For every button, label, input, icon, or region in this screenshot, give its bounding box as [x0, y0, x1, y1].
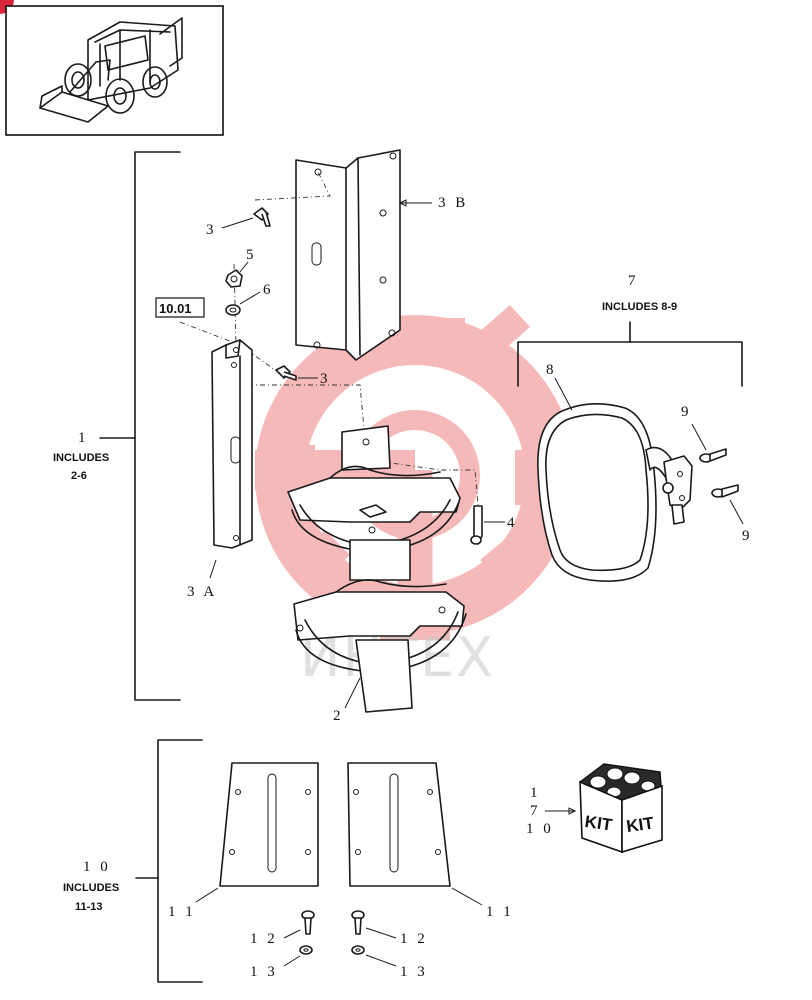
callout-1: 1	[78, 430, 89, 446]
callout-7-includes: INCLUDES 8-9	[602, 301, 677, 313]
callout-8: 8	[546, 362, 557, 378]
bracket-item-7	[517, 321, 743, 387]
callout-9-bottom: 9	[742, 528, 753, 544]
callout-3-mid: 3	[320, 371, 331, 387]
part-8-mirror	[537, 403, 693, 582]
bolt-icon	[699, 448, 727, 463]
callout-3-top: 3	[206, 222, 217, 238]
bolt-icon	[275, 365, 297, 381]
nut-icon	[225, 269, 243, 288]
bolt-icon	[351, 910, 365, 935]
kit-box-icon: KIT KIT	[578, 763, 663, 854]
bolt-icon	[711, 484, 739, 498]
callout-2: 2	[333, 708, 344, 724]
kit-label-1: 1	[530, 785, 541, 801]
callout-13-left: 1 3	[250, 964, 278, 980]
callout-1-includes: INCLUDES	[53, 452, 109, 464]
part-11-plate-left	[219, 762, 319, 887]
callout-10-includes: INCLUDES	[63, 882, 119, 894]
callout-3b: 3 B	[438, 195, 468, 211]
washer-icon	[351, 945, 365, 955]
washer-icon	[225, 304, 241, 316]
skid-steer-loader-icon	[39, 17, 183, 123]
washer-icon	[299, 945, 313, 955]
callout-1-range: 2-6	[71, 470, 87, 482]
part-11-plate-right	[347, 762, 451, 887]
reference-box-label[interactable]: 10.01	[159, 301, 192, 316]
bolt-icon	[301, 910, 315, 935]
gear-watermark-icon	[255, 305, 575, 640]
callout-13-right: 1 3	[400, 964, 428, 980]
part-3a-angle-bracket	[211, 339, 253, 549]
callout-12-right: 1 2	[400, 931, 428, 947]
kit-word-left: KIT	[584, 812, 614, 835]
bracket-item-1	[134, 151, 181, 701]
reference-box[interactable]	[155, 297, 205, 318]
callout-3a: 3 A	[187, 584, 217, 600]
callout-5: 5	[246, 247, 257, 263]
callout-4: 4	[507, 515, 518, 531]
kit-label-10: 1 0	[526, 821, 554, 837]
callout-9-top: 9	[681, 404, 692, 420]
part-3b-angle-bracket	[295, 149, 401, 361]
callout-10-range: 11-13	[75, 901, 103, 913]
bracket-item-10	[157, 739, 203, 983]
callout-11-left: 1 1	[168, 904, 196, 920]
kit-word-right: KIT	[625, 813, 655, 836]
bolt-icon	[470, 505, 483, 545]
part-2-mount-bracket	[287, 425, 467, 713]
thumbnail-frame	[5, 5, 224, 136]
callout-12-left: 1 2	[250, 931, 278, 947]
bolt-icon	[253, 207, 271, 227]
kit-label-7: 7	[530, 803, 541, 819]
callout-6: 6	[263, 282, 274, 298]
callout-11-right: 1 1	[486, 904, 514, 920]
callout-10: 1 0	[83, 859, 111, 875]
callout-7: 7	[628, 273, 639, 289]
